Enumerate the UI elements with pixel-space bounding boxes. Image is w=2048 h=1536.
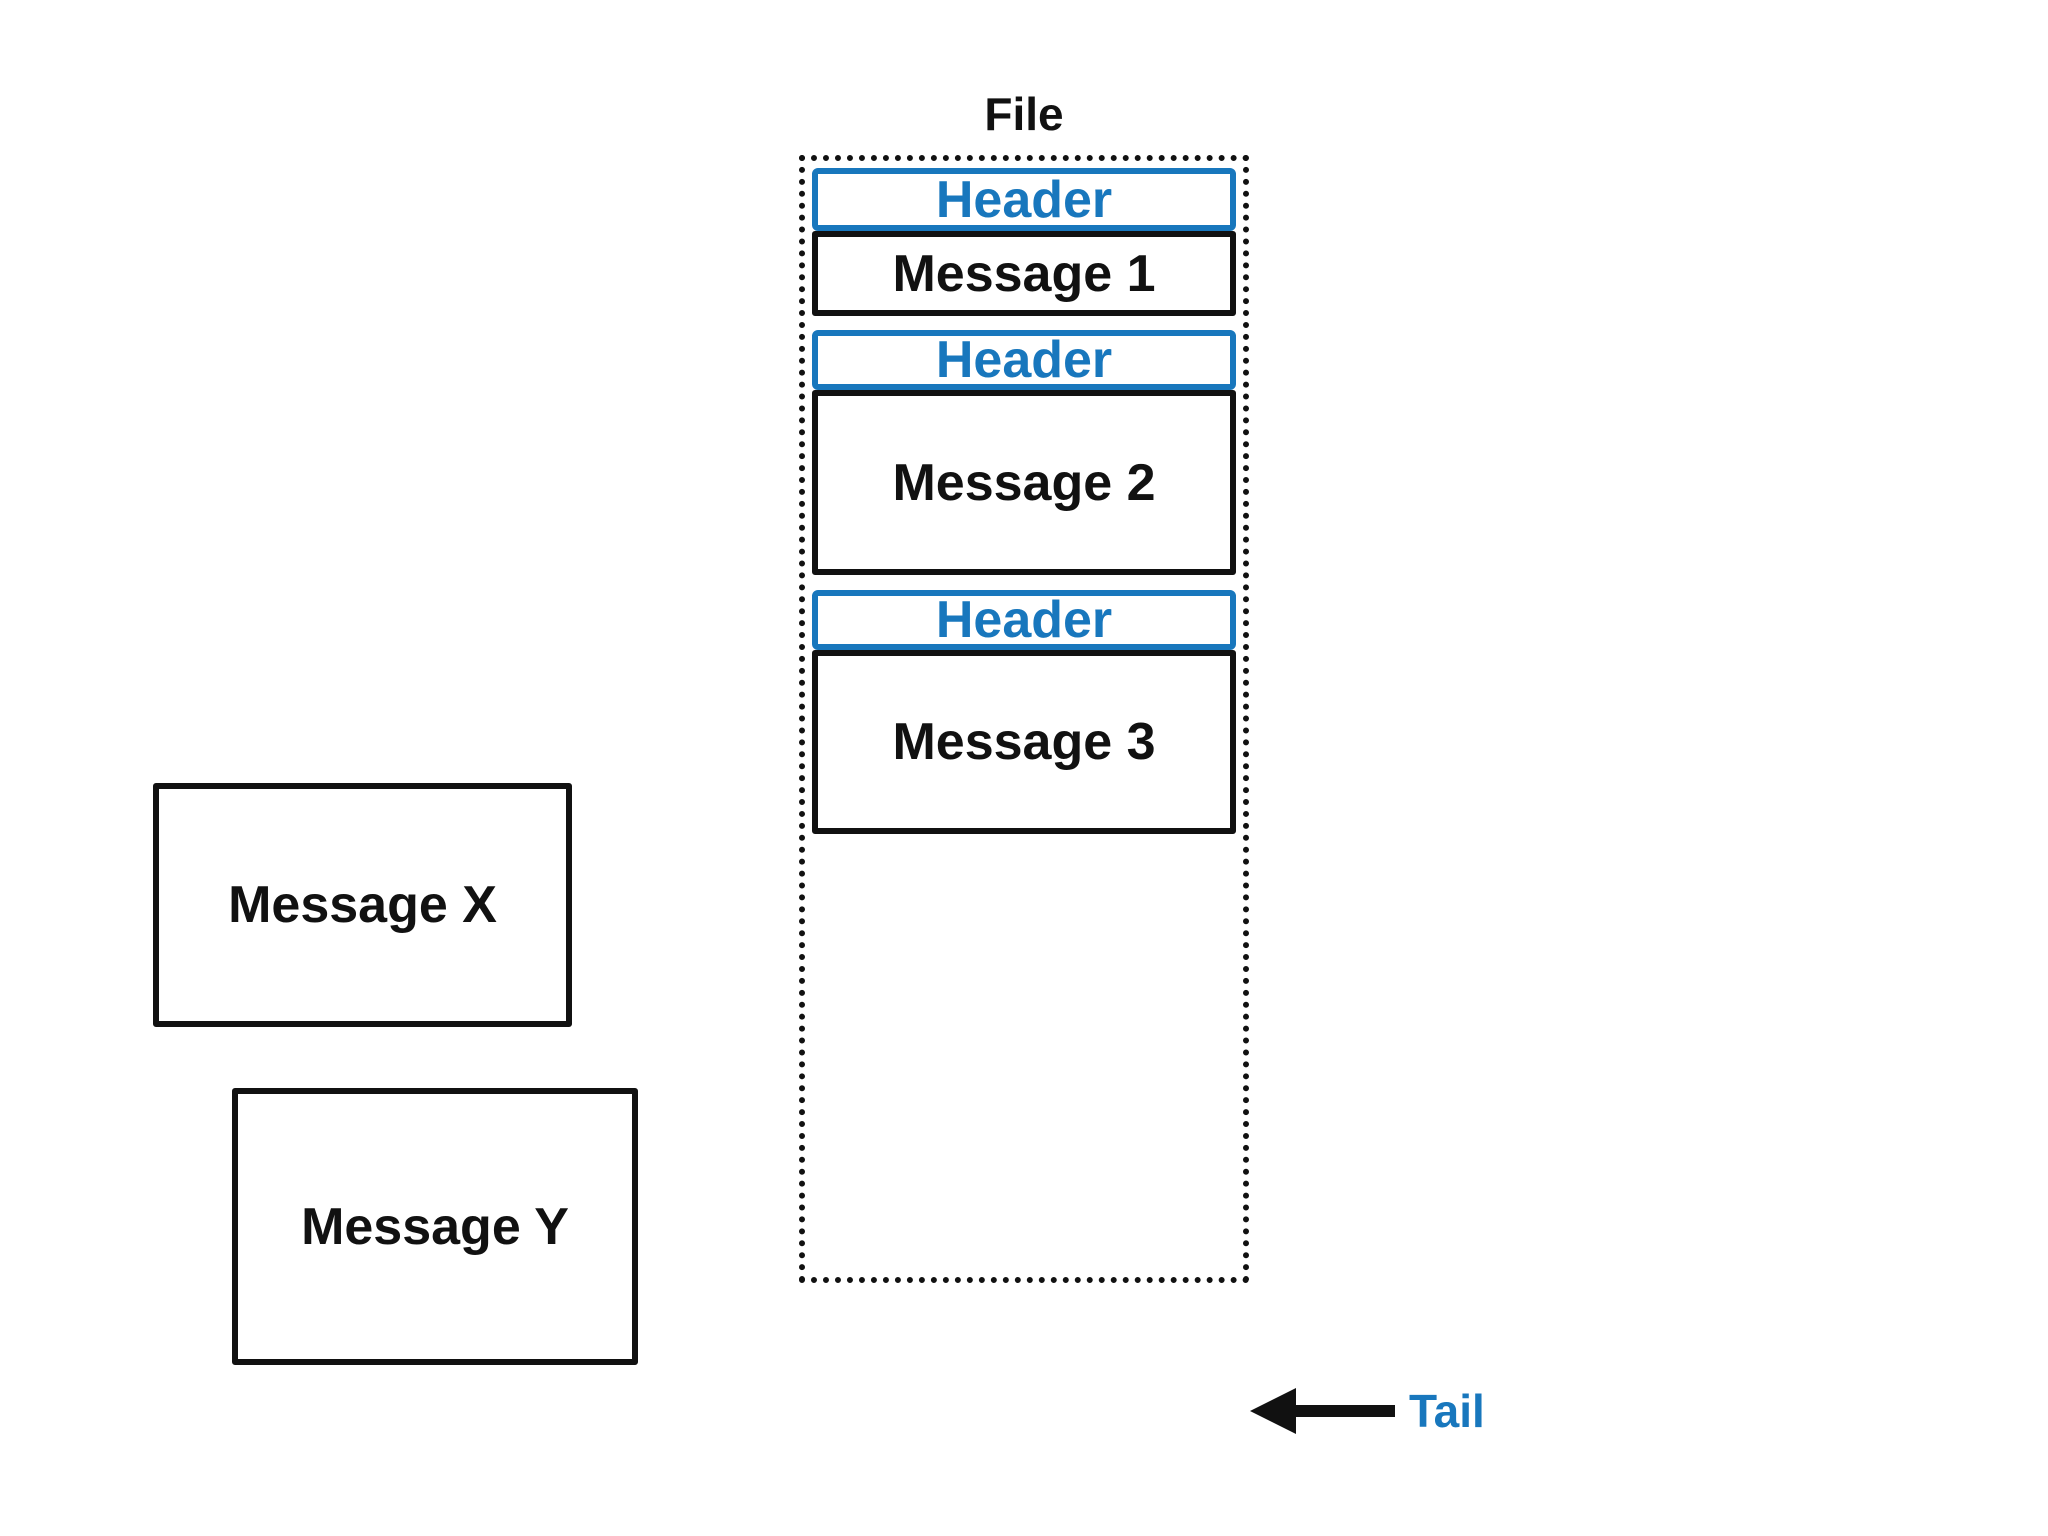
message-2-header-box: Header bbox=[812, 330, 1236, 390]
tail-label: Tail bbox=[1409, 1385, 1485, 1437]
message-x-box: Message X bbox=[153, 783, 572, 1027]
message-3-box: Message 3 bbox=[812, 650, 1236, 834]
tail-pointer: Tail bbox=[1250, 1385, 1485, 1437]
file-title: File bbox=[984, 88, 1064, 140]
message-y-box: Message Y bbox=[232, 1088, 638, 1365]
tail-arrow-icon bbox=[1250, 1388, 1395, 1434]
message-1-box: Message 1 bbox=[812, 231, 1236, 316]
message-3-header-box: Header bbox=[812, 590, 1236, 650]
message-1-header-box: Header bbox=[812, 168, 1236, 231]
message-2-box: Message 2 bbox=[812, 390, 1236, 575]
